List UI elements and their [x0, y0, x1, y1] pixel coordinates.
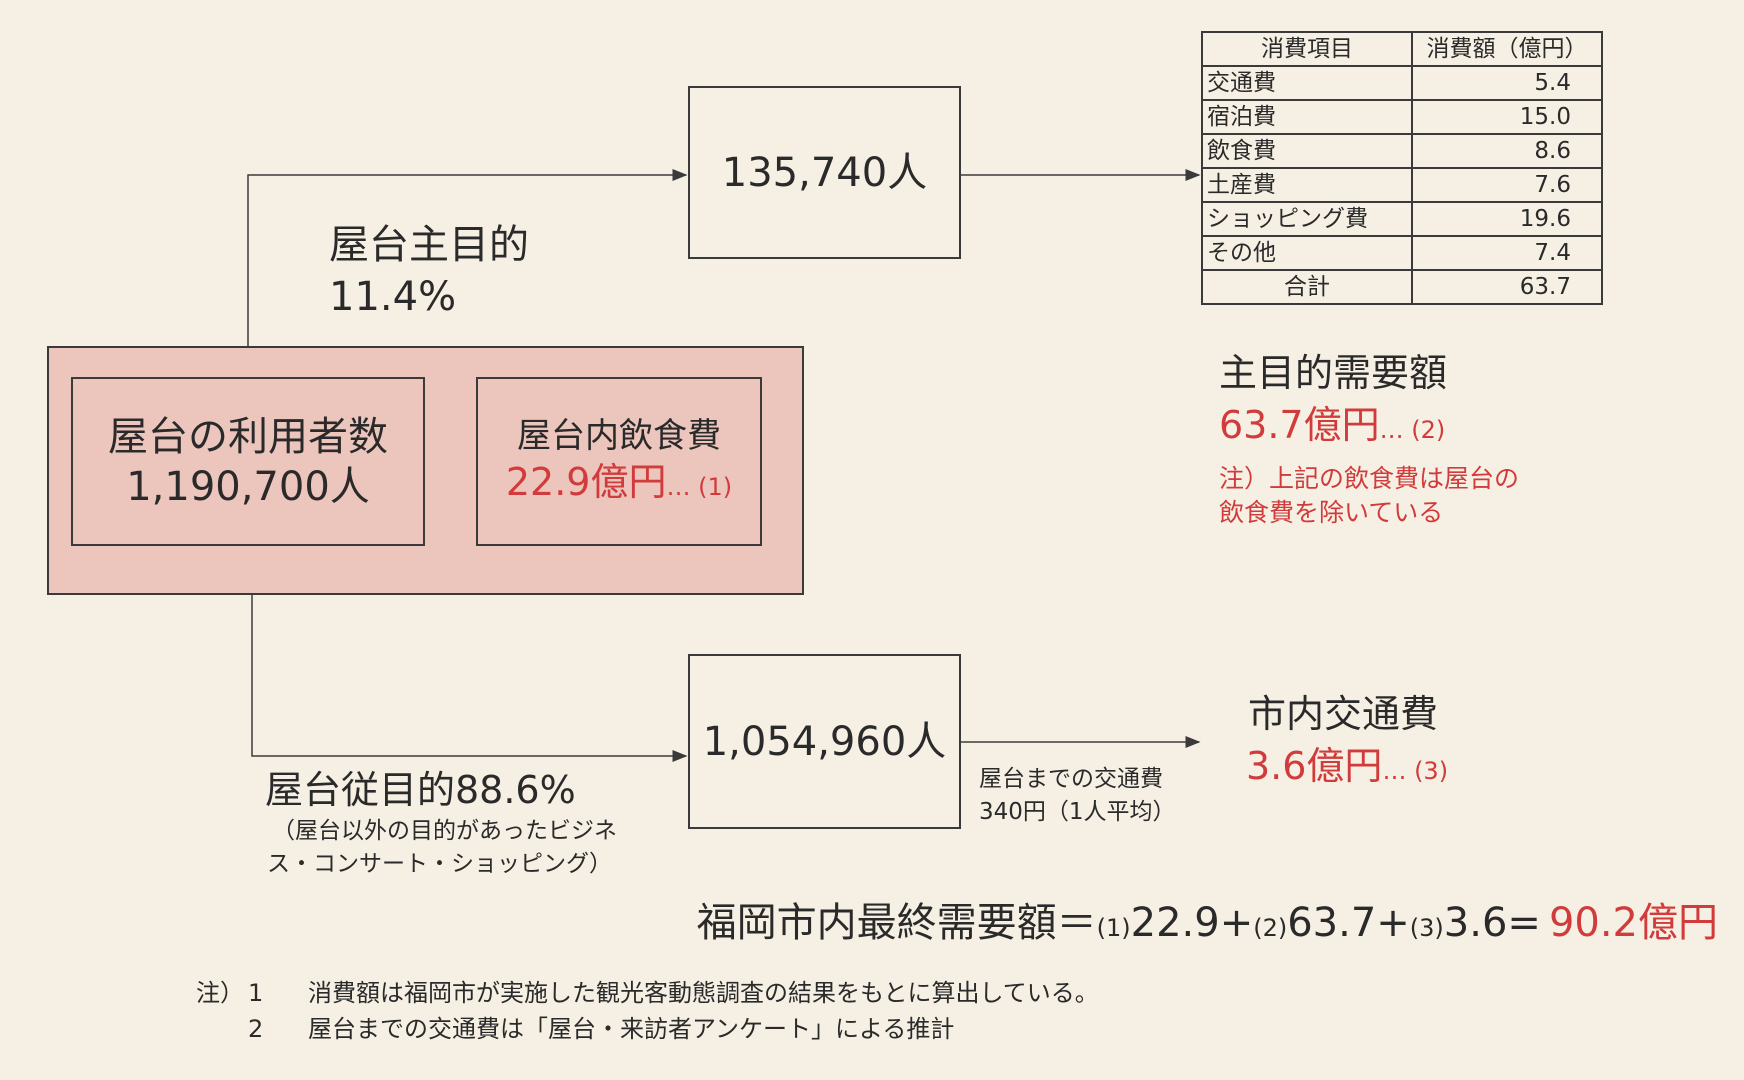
formula-ref-2: (2) [1253, 914, 1288, 942]
sub-count-box: 1,054,960人 [688, 654, 961, 829]
main-demand-note-1: 注）上記の飲食費は屋台の [1219, 464, 1520, 493]
table-cell: 5.4 [1411, 65, 1603, 101]
users-value: 1,190,700人 [126, 463, 370, 510]
main-purpose-label: 屋台主目的 [329, 222, 529, 268]
main-demand-label: 主目的需要額 [1219, 351, 1448, 395]
transport-ref: … (3) [1382, 757, 1449, 785]
formula-ref-1: (1) [1096, 914, 1131, 942]
sub-purpose-note-2: ス・コンサート・ショッピング） [267, 851, 612, 877]
table-cell: 8.6 [1411, 133, 1603, 169]
sub-purpose-note-1: （屋台以外の目的があったビジネ [272, 818, 617, 844]
table-cell: 交通費 [1201, 65, 1413, 101]
table-header-row: 消費項目 消費額（億円） [1201, 31, 1603, 67]
users-box: 屋台の利用者数 1,190,700人 [71, 377, 425, 546]
table-cell: 15.0 [1411, 99, 1603, 135]
final-demand-formula: 福岡市内最終需要額＝(1)22.9+(2)63.7+(3)3.6=90.2億円 [697, 897, 1718, 954]
main-purpose-connector [247, 169, 688, 377]
main-demand-ref: … (2) [1379, 416, 1446, 444]
table-cell: 7.4 [1411, 235, 1603, 271]
transport-arrow-label-1: 屋台までの交通費 [979, 766, 1163, 792]
main-demand-value: 63.7億円 [1219, 403, 1380, 447]
main-count-box: 135,740人 [688, 86, 961, 259]
footnote-text: 屋台までの交通費は「屋台・来訪者アンケート」による推計 [308, 1015, 955, 1043]
table-header: 消費額（億円） [1411, 31, 1603, 67]
transport-value: 3.6億円 [1246, 744, 1383, 788]
footnote-number: 1 [248, 979, 264, 1007]
table-cell: 63.7 [1411, 269, 1603, 305]
food-box: 屋台内飲食費 22.9億円… (1) [476, 377, 762, 546]
table-cell: 宿泊費 [1201, 99, 1413, 135]
food-ref: … (1) [666, 473, 733, 501]
formula-value-1: 22.9+ [1130, 900, 1254, 946]
users-label: 屋台の利用者数 [108, 413, 388, 460]
formula-value-3: 3.6= [1443, 900, 1541, 946]
table-cell: その他 [1201, 235, 1413, 271]
footnote-2: 2 屋台までの交通費は「屋台・来訪者アンケート」による推計 [196, 1011, 1099, 1047]
table-cell: 土産費 [1201, 167, 1413, 203]
yatai-group [47, 346, 804, 595]
footnotes: 注）1 消費額は福岡市が実施した観光客動態調査の結果をもとに算出している。 2 屋台… [196, 975, 1099, 1047]
formula-total: 90.2億円 [1548, 900, 1718, 946]
food-value: 22.9億円 [505, 460, 667, 504]
transport-arrow-label-2: 340円（1人平均） [979, 799, 1176, 825]
transport-label: 市内交通費 [1248, 692, 1439, 736]
footnote-text: 消費額は福岡市が実施した観光客動態調査の結果をもとに算出している。 [308, 979, 1099, 1007]
formula-value-2: 63.7+ [1287, 900, 1410, 946]
formula-ref-3: (3) [1409, 914, 1444, 942]
main-purpose-percent: 11.4% [329, 274, 457, 320]
table-cell: 19.6 [1411, 201, 1603, 237]
main-demand-note-2: 飲食費を除いている [1219, 498, 1444, 527]
formula-label: 福岡市内最終需要額＝ [696, 900, 1097, 946]
footnote-1: 注）1 消費額は福岡市が実施した観光客動態調査の結果をもとに算出している。 [196, 975, 1099, 1011]
table-cell: 飲食費 [1201, 133, 1413, 169]
table-header: 消費項目 [1201, 31, 1413, 67]
sub-purpose-label: 屋台従目的88.6% [265, 768, 576, 812]
footnote-prefix: 注） [196, 979, 244, 1007]
table-cell: 合計 [1201, 269, 1413, 305]
table-cell: ショッピング費 [1201, 201, 1413, 237]
table-cell: 7.6 [1411, 167, 1603, 203]
food-label: 屋台内飲食費 [517, 416, 721, 456]
sub-purpose-connector [251, 546, 688, 762]
footnote-number: 2 [248, 1015, 264, 1043]
